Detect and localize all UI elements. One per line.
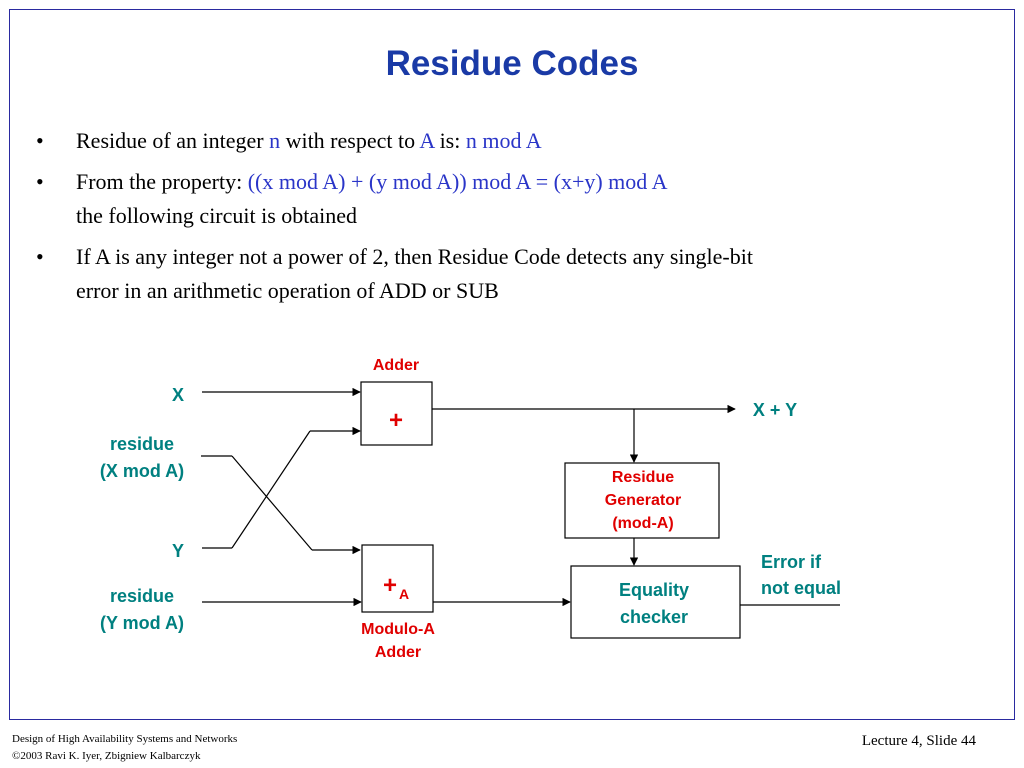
error-label-2: not equal [761, 578, 841, 598]
input-residue-x-label-1: residue [110, 434, 174, 454]
error-label-1: Error if [761, 552, 822, 572]
residue-generator-box [564, 462, 720, 539]
modulo-adder-subscript: A [399, 586, 409, 602]
bullet-text: If A is any integer not a power of 2, th… [76, 244, 753, 269]
equality-checker-box [570, 565, 741, 639]
wire-residue-x-cross [231, 455, 313, 551]
bullet-text: the following circuit is obtained [76, 203, 358, 228]
residue-generator-label-3: (mod-A) [612, 515, 673, 532]
bullet-highlight: ((x mod A) + (y mod A)) mod A = (x+y) mo… [247, 169, 668, 194]
input-residue-y-label-1: residue [110, 586, 174, 606]
footer-course: Design of High Availability Systems and … [12, 733, 238, 745]
adder-box [360, 381, 433, 446]
input-x-label: X [172, 385, 184, 405]
bullet-text: Residue of an integer [76, 128, 270, 153]
bullet-dot: • [36, 169, 44, 194]
input-y-label: Y [172, 541, 184, 561]
residue-generator-label-1: Residue [612, 469, 674, 486]
adder-label: Adder [373, 357, 419, 374]
input-residue-x-label-2: (X mod A) [100, 461, 184, 481]
bullet-text: is: [434, 128, 466, 153]
bullet-highlight: n [269, 128, 281, 153]
modulo-adder-label-2: Adder [375, 644, 421, 661]
equality-checker-label-2: checker [620, 607, 688, 627]
residue-generator-label-2: Generator [605, 492, 681, 509]
footer-copyright: ©2003 Ravi K. Iyer, Zbigniew Kalbarczyk [12, 750, 201, 762]
bullet-list: • Residue of an integer n with respect t… [36, 124, 986, 308]
bullet-dot: • [36, 128, 44, 153]
bullet-highlight: n mod A [465, 128, 542, 153]
modulo-adder-box [361, 544, 434, 613]
wire-y-cross [231, 430, 311, 549]
modulo-adder-label-1: Modulo-A [361, 621, 435, 638]
equality-checker-label-1: Equality [619, 580, 689, 600]
residue-circuit-diagram: Adder + + A Modulo-A Adder X residue (X … [100, 357, 841, 661]
slide-title: Residue Codes [385, 44, 639, 83]
slide-frame [9, 9, 1015, 720]
bullet-item-2: • From the property: ((x mod A) + (y mod… [36, 165, 986, 233]
modulo-adder-symbol: + [383, 572, 397, 599]
bullet-text: From the property: [76, 169, 248, 194]
bullet-item-1: • Residue of an integer n with respect t… [36, 124, 986, 158]
output-sum-label: X + Y [753, 400, 797, 420]
bullet-text: with respect to [280, 128, 420, 153]
footer-course-info: Design of High Availability Systems and … [12, 731, 237, 765]
bullet-dot: • [36, 244, 44, 269]
bullet-highlight: A [419, 128, 435, 153]
bullet-item-3: • If A is any integer not a power of 2, … [36, 240, 986, 308]
bullet-text: error in an arithmetic operation of ADD … [76, 278, 499, 303]
adder-symbol: + [389, 407, 403, 434]
input-residue-y-label-2: (Y mod A) [100, 613, 184, 633]
footer-slide-ref: Lecture 4, Slide 44 [861, 733, 976, 749]
